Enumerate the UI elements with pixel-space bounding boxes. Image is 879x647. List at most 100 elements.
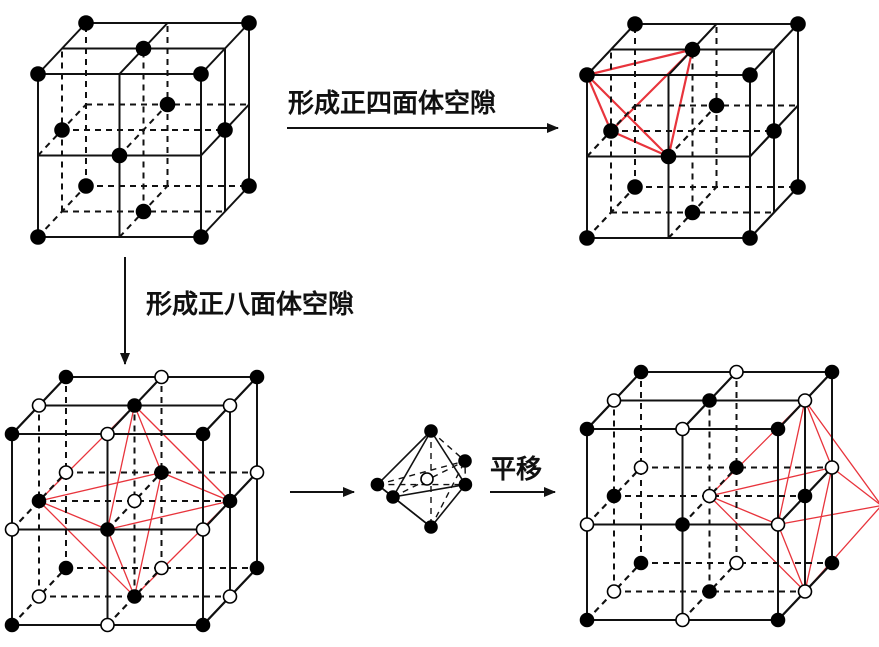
face-center-atom	[31, 493, 47, 509]
corner-atom	[790, 179, 806, 195]
corner-atom	[633, 555, 649, 571]
octahedral-void-site	[195, 522, 211, 537]
octahedron-edge	[38, 471, 162, 502]
octahedral-void-site	[4, 522, 20, 537]
octahedral-void-site	[31, 589, 47, 604]
cube-grid-line	[681, 466, 738, 526]
octahedron-edge	[38, 500, 135, 597]
face-center-atom	[702, 393, 717, 408]
octahedral-void-site	[797, 393, 813, 408]
octahedral-void-site	[824, 460, 840, 475]
cube-grid-line	[106, 567, 163, 626]
face-center-atom	[100, 522, 115, 537]
face-center-atom	[135, 203, 152, 220]
tetrahedron-edge	[610, 129, 669, 158]
octahedron-hidden-edge	[430, 460, 466, 528]
cube-grid-line	[37, 22, 87, 75]
corner-atom	[249, 369, 265, 385]
face-center-atom	[708, 97, 725, 114]
octahedron-edge	[133, 405, 163, 473]
octahedron-edge	[777, 524, 806, 592]
octahedron-edge	[133, 472, 163, 597]
corner-atom	[249, 560, 265, 576]
face-center-atom	[127, 589, 142, 604]
octahedral-void-site	[420, 472, 434, 486]
octahedron-vertex-atom	[386, 490, 400, 504]
octahedral-void-site	[31, 398, 47, 413]
octahedron-edge	[107, 500, 231, 531]
face-center-atom	[111, 147, 128, 164]
corner-atom	[579, 612, 595, 628]
fcc-cube-translated	[579, 364, 879, 628]
corner-atom	[742, 230, 758, 246]
octahedral-void-site	[729, 555, 744, 571]
octahedron-edge	[709, 495, 779, 526]
face-center-atom	[127, 398, 142, 413]
corner-atom	[193, 66, 209, 82]
octahedron-edge	[106, 529, 136, 597]
tetrahedron-edge	[585, 74, 613, 132]
corner-atom	[790, 16, 806, 32]
face-center-atom	[217, 122, 233, 138]
label-octahedral-void: 形成正八面体空隙	[146, 289, 354, 320]
corner-atom	[195, 426, 211, 442]
octahedron-edge	[392, 430, 432, 498]
face-center-atom	[729, 460, 744, 475]
octahedron-edge	[392, 483, 466, 498]
octahedral-void-site	[606, 393, 622, 408]
corner-atom	[742, 67, 758, 83]
face-center-atom	[135, 40, 152, 57]
octahedron-hidden-edge	[430, 430, 466, 462]
cube-grid-line	[586, 466, 642, 526]
octahedron-edge	[777, 505, 879, 526]
octahedral-void-site	[729, 364, 744, 380]
fcc-cube-tetrahedral	[579, 16, 806, 246]
cube-grid-line	[586, 23, 636, 76]
corner-atom	[193, 229, 209, 245]
octahedral-void-site	[675, 612, 690, 628]
octahedron-edge	[709, 466, 833, 497]
cube-grid-line	[749, 23, 799, 76]
octahedral-void-site	[58, 465, 74, 480]
octahedral-void-site	[770, 517, 786, 532]
octahedron-edge	[804, 400, 833, 468]
cube-grid-line	[749, 186, 799, 239]
octahedron-edge	[831, 466, 879, 505]
cube-grid-line	[586, 562, 642, 621]
corner-atom	[78, 178, 94, 194]
face-center-atom	[684, 41, 701, 58]
fcc-cube-octahedral	[4, 369, 265, 633]
octahedral-void-site	[606, 584, 622, 599]
face-center-atom	[660, 148, 677, 165]
corner-atom	[58, 369, 74, 385]
octahedron-edge	[804, 467, 833, 592]
octahedron-vertex-atom	[370, 477, 385, 492]
cube-grid-line	[681, 562, 738, 621]
label-tetrahedral-void: 形成正四面体空隙	[288, 88, 496, 119]
face-center-atom	[54, 122, 70, 138]
octahedral-void-site	[797, 584, 813, 599]
octahedral-void-site	[222, 589, 238, 604]
face-center-atom	[702, 584, 717, 599]
octahedron-vertex-atom	[458, 454, 472, 468]
corner-atom	[195, 617, 211, 633]
face-center-atom	[766, 123, 782, 139]
corner-atom	[633, 364, 649, 380]
octahedron-hidden-edge	[392, 460, 466, 498]
octahedron-edge	[430, 484, 467, 528]
octahedral-void-site	[127, 493, 142, 509]
octahedron-edge	[392, 496, 432, 528]
octahedron-vertex-atom	[424, 520, 438, 534]
corner-atom	[241, 15, 257, 31]
octahedral-void-site	[579, 517, 595, 532]
octahedral-void-site	[702, 488, 717, 504]
octahedron-edge	[777, 400, 806, 525]
cube-grid-line	[11, 471, 67, 531]
cube-grid-line	[11, 567, 67, 626]
cube-grid-line	[667, 104, 718, 158]
face-center-atom	[684, 204, 701, 221]
octahedral-void-site	[154, 560, 169, 576]
octahedron-edge	[38, 500, 108, 531]
octahedral-void-site	[222, 398, 238, 413]
tetrahedron-edge	[586, 48, 693, 77]
